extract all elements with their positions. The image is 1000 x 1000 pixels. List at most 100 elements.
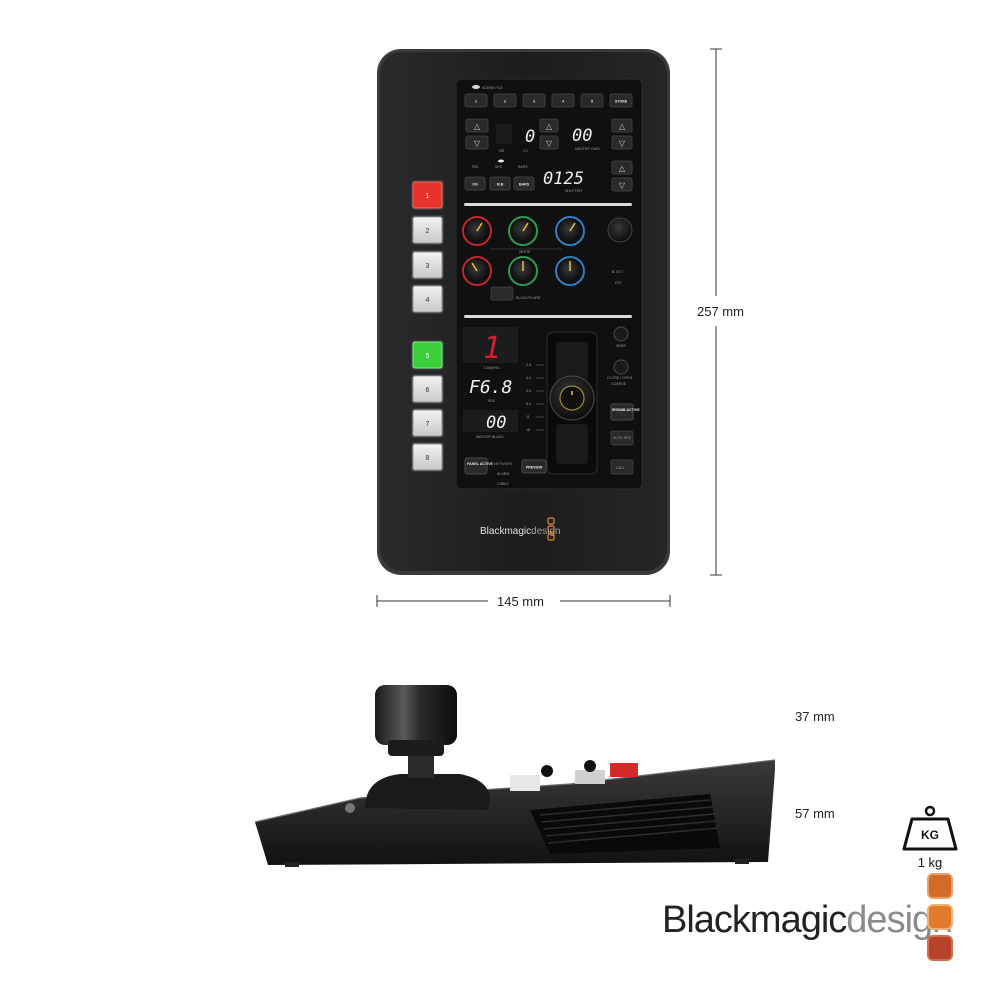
side-joystick-stem xyxy=(408,754,434,778)
cc-up-button[interactable] xyxy=(539,118,559,133)
panel-logo-text: Blackmagicdesign xyxy=(480,526,561,537)
iris-joystick[interactable] xyxy=(549,375,595,421)
scene-file-label: SCENE FILE xyxy=(482,86,504,90)
down-arrow-icon: ▽ xyxy=(619,181,626,190)
camera-key-label: 1 xyxy=(426,193,430,200)
shutter-down-button[interactable] xyxy=(611,177,633,192)
master-black-display-bg xyxy=(463,410,518,432)
height-dimension-line xyxy=(710,48,722,576)
camera-key-2[interactable]: 2 xyxy=(411,215,444,245)
cable-label: CABLE xyxy=(497,482,509,486)
white-label: WHITE xyxy=(519,250,531,254)
scene-button-3[interactable] xyxy=(522,93,546,108)
nd-label: ND xyxy=(499,149,505,153)
camera-key-3[interactable]: 3 xyxy=(411,250,444,280)
camera-key-label: 3 xyxy=(426,263,430,270)
auto-iris-label: AUTO IRIS xyxy=(613,436,632,440)
camera-key-8[interactable]: 8 xyxy=(411,442,444,472)
logo-tile-3 xyxy=(927,935,953,961)
bars-button[interactable] xyxy=(513,176,535,191)
indicator-led xyxy=(498,159,504,163)
scale-mark-label: 2.8 xyxy=(526,363,531,367)
sens-button[interactable] xyxy=(613,326,629,342)
brand-logo-part1: Blackmagic xyxy=(662,899,847,941)
scene-button-label: 4 xyxy=(562,100,564,104)
up-arrow-icon: △ xyxy=(546,122,553,131)
camera-key-1[interactable]: 1 xyxy=(411,180,444,210)
scale-mark-label: 8.0 xyxy=(526,402,531,406)
preview-button[interactable] xyxy=(521,459,547,474)
black-flare-button[interactable] xyxy=(490,286,514,301)
nd-down-button[interactable] xyxy=(465,135,489,150)
scale-mark-label: 5.6 xyxy=(526,389,531,393)
scene-button-label: 5 xyxy=(591,100,593,104)
scene-button-4[interactable] xyxy=(551,93,575,108)
gain-up-button[interactable] xyxy=(611,118,633,133)
on-button[interactable] xyxy=(464,176,486,191)
black-knob-red[interactable] xyxy=(462,256,492,286)
nd-up-button[interactable] xyxy=(465,118,489,133)
white-knob-red[interactable] xyxy=(462,216,492,246)
cc-down-button[interactable] xyxy=(539,135,559,150)
call-label: CALL xyxy=(616,466,625,470)
gain-down-button[interactable] xyxy=(611,135,633,150)
shutter-up-button[interactable] xyxy=(611,160,633,175)
side-white-key-2 xyxy=(575,770,605,784)
camera-key-4[interactable]: 4 xyxy=(411,284,444,314)
down-arrow-icon: ▽ xyxy=(546,139,553,148)
shutter-display: 0125 xyxy=(543,169,584,189)
iris-display: F6.8 xyxy=(469,377,512,398)
auto-iris-button[interactable] xyxy=(610,430,634,446)
nd-display xyxy=(496,124,512,144)
ext-label: EXT xyxy=(615,281,623,285)
black-knob-green[interactable] xyxy=(508,256,538,286)
black-knob-blue[interactable] xyxy=(555,256,585,286)
separator-strip xyxy=(464,203,632,206)
white-knob-green[interactable] xyxy=(508,216,538,246)
side-view-figure xyxy=(254,685,776,867)
side-joystick-base xyxy=(365,774,490,810)
side-red-key xyxy=(610,763,638,777)
indicator-label-rel: REL xyxy=(472,165,479,169)
camera-key-label: 4 xyxy=(426,297,430,304)
panel-active-button[interactable] xyxy=(464,457,488,475)
iris-mb-active-label: IRIS/MB ACTIVE xyxy=(612,408,640,412)
close-open-label: CLOSE / OPEN xyxy=(607,376,633,380)
scene-button-2[interactable] xyxy=(493,93,517,108)
panel-logo-part1: Blackmagic xyxy=(480,526,531,537)
scene-button-1[interactable] xyxy=(464,93,488,108)
camera-label: CAMERA xyxy=(484,366,500,370)
lower-height-label: 57 mm xyxy=(795,806,835,821)
camera-key-7[interactable]: 7 xyxy=(411,408,444,438)
camera-key-label: 7 xyxy=(426,421,430,428)
b-ext-label: B. EXT xyxy=(612,270,624,274)
mb-button[interactable] xyxy=(489,176,511,191)
panel-active-label: PANEL ACTIVE xyxy=(467,462,493,466)
close-open-button[interactable] xyxy=(613,359,629,375)
scene-file-led xyxy=(472,85,480,89)
master-knob[interactable] xyxy=(607,217,633,243)
call-button[interactable] xyxy=(610,459,634,475)
logo-tile-1 xyxy=(927,873,953,899)
shutter-label: SHUTTER xyxy=(565,189,582,193)
weight-unit-badge: KG xyxy=(921,828,939,842)
master-gain-label: MASTER GAIN xyxy=(575,147,600,151)
upper-height-label: 37 mm xyxy=(795,709,835,724)
height-dimension-label: 257 mm xyxy=(697,304,744,319)
joystick-upper-guide xyxy=(556,342,588,382)
alarm-label: ALARM xyxy=(497,472,509,476)
scene-button-label: 1 xyxy=(475,100,477,104)
store-label: STORE xyxy=(615,100,628,104)
coarse-label: COARSE xyxy=(611,382,627,386)
camera-key-6[interactable]: 6 xyxy=(411,374,444,404)
panel-logo-mark-icon xyxy=(547,517,555,541)
camera-key-5[interactable]: 5 xyxy=(411,340,444,370)
store-button[interactable] xyxy=(609,93,633,108)
white-knob-blue[interactable] xyxy=(555,216,585,246)
scale-mark-label: 11 xyxy=(526,415,530,419)
scene-button-5[interactable] xyxy=(580,93,604,108)
iris-mb-active-button[interactable] xyxy=(610,403,634,421)
master-black-label: MASTER BLACK xyxy=(476,435,504,439)
